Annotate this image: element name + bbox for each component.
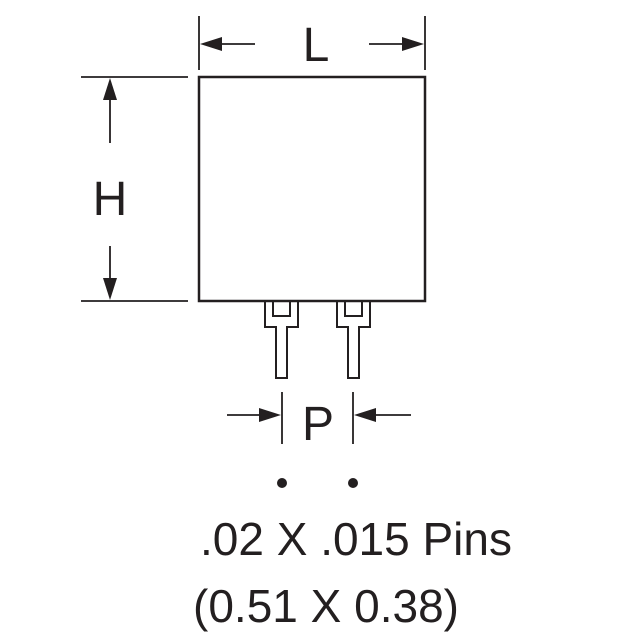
pin-dot-left [277,478,287,488]
length-arrow-right [402,37,424,51]
pin-dot-right [348,478,358,488]
pin-left [264,301,299,379]
pitch-arrow-right [354,408,376,422]
pitch-arrow-left [259,408,281,422]
height-arrow-top [103,78,117,100]
pin-right [336,301,371,379]
height-arrow-bottom [103,278,117,300]
pin-size-note-mm: (0.51 X 0.38) [193,580,459,632]
pitch-label: P [302,398,334,451]
length-arrow-left [200,37,222,51]
height-label: H [93,173,128,226]
component-body [197,75,427,303]
pin-size-note-inches: .02 X .015 Pins [200,513,512,565]
length-label: L [303,19,330,72]
